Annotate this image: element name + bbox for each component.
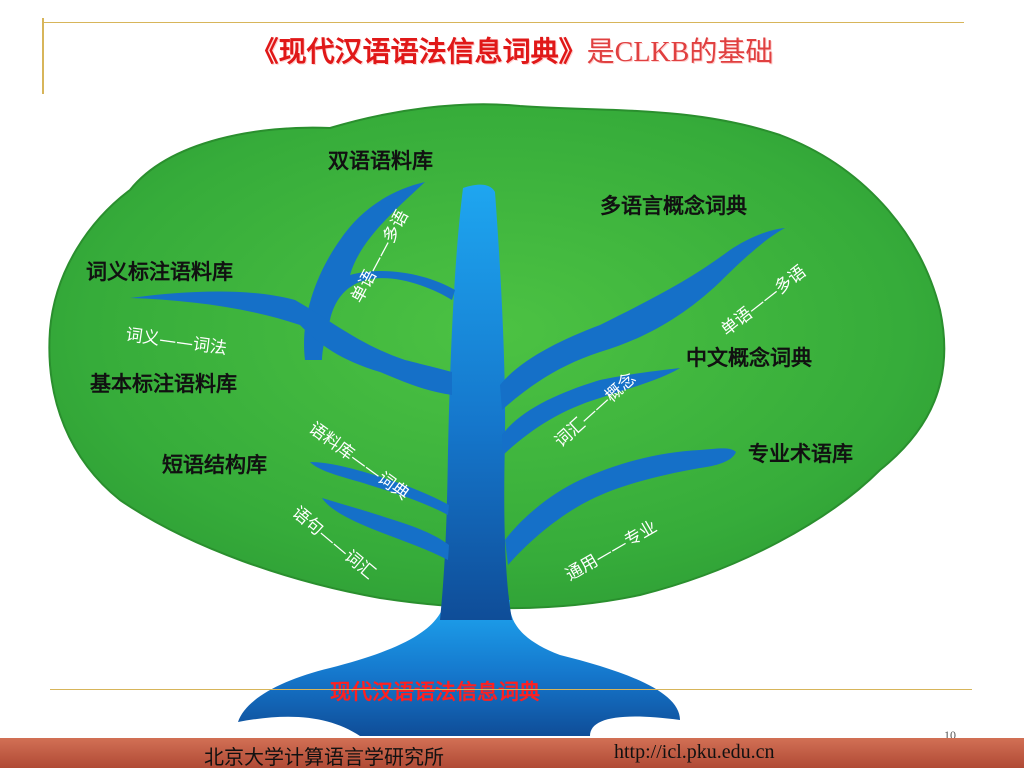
branch-phrase <box>310 462 449 515</box>
tree-root-label: 现代汉语语法信息词典 <box>330 680 540 704</box>
title-book: 《现代汉语语法信息词典》 <box>250 35 587 68</box>
footer-org: 北京大学计算语言学研究所 <box>204 747 444 769</box>
node-bilingual-corpus: 双语语料库 <box>328 149 433 173</box>
node-chinese-dict: 中文概念词典 <box>686 346 812 370</box>
branch-terminology <box>505 448 736 565</box>
node-phrase-bank: 短语结构库 <box>162 453 267 477</box>
footer-bar <box>0 738 1024 768</box>
branch-sentence <box>322 498 449 560</box>
tree-trunk <box>440 184 512 620</box>
node-basic-corpus: 基本标注语料库 <box>90 372 237 396</box>
slide-title: 《现代汉语语法信息词典》是CLKB的基础 <box>0 30 1024 70</box>
node-terminology: 专业术语库 <box>748 442 853 466</box>
frame-left-rule <box>42 18 44 94</box>
footer-url[interactable]: http://icl.pku.edu.cn <box>614 741 775 763</box>
node-multilingual-dict: 多语言概念词典 <box>600 194 747 218</box>
footer-rule <box>50 689 972 690</box>
branch-multilingual <box>500 228 785 410</box>
title-rest: 是CLKB的基础 <box>586 37 774 68</box>
node-sense-corpus: 词义标注语料库 <box>86 260 233 284</box>
branch-sense <box>130 291 452 395</box>
tree-roots <box>238 600 680 736</box>
frame-top-rule <box>42 22 964 23</box>
branch-bilingual <box>304 182 455 360</box>
branch-chinese <box>502 368 680 455</box>
